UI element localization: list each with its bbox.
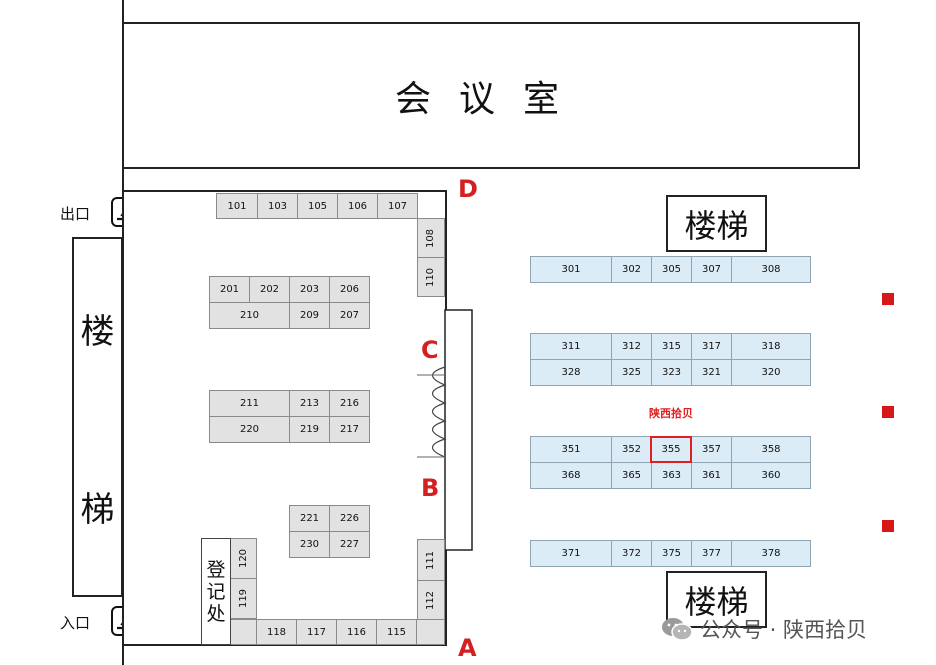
- entrance-label: 入口: [60, 614, 91, 632]
- booth[interactable]: 206: [329, 276, 370, 303]
- booth[interactable]: 368: [530, 462, 612, 489]
- booth[interactable]: 103: [257, 193, 298, 219]
- booth[interactable]: 221: [289, 505, 330, 532]
- registration-desk: 登 记 处: [201, 538, 231, 645]
- booth[interactable]: 118: [256, 619, 297, 645]
- booth[interactable]: 105: [297, 193, 338, 219]
- booth[interactable]: 318: [731, 333, 811, 360]
- booth[interactable]: 108: [417, 218, 445, 258]
- booth[interactable]: 217: [329, 416, 370, 443]
- booth[interactable]: 351: [530, 436, 612, 463]
- booth[interactable]: 112: [417, 580, 445, 620]
- booth-annotation: 陕西拾贝: [649, 407, 693, 420]
- booth[interactable]: 328: [530, 359, 612, 386]
- booth[interactable]: 207: [329, 302, 370, 329]
- booth[interactable]: 227: [329, 531, 370, 558]
- meeting-room-label: 会议室: [394, 78, 587, 120]
- booth[interactable]: 202: [249, 276, 290, 303]
- booth[interactable]: 371: [530, 540, 612, 567]
- booth[interactable]: 230: [289, 531, 330, 558]
- left-stairs: 楼 梯: [72, 237, 123, 597]
- booth[interactable]: 302: [611, 256, 652, 283]
- booth[interactable]: 107: [377, 193, 418, 219]
- booth[interactable]: 116: [336, 619, 377, 645]
- booth[interactable]: 219: [289, 416, 330, 443]
- gate-d: D: [458, 175, 478, 203]
- booth[interactable]: 365: [611, 462, 652, 489]
- booth[interactable]: 106: [337, 193, 378, 219]
- exit-label: 出口: [60, 205, 91, 223]
- booth[interactable]: 209: [289, 302, 330, 329]
- booth[interactable]: 203: [289, 276, 330, 303]
- booth[interactable]: 120: [230, 538, 257, 579]
- watermark: 公众号 · 陕西拾贝: [660, 614, 867, 644]
- booth[interactable]: 213: [289, 390, 330, 417]
- booth[interactable]: 307: [691, 256, 732, 283]
- booth[interactable]: 119: [230, 578, 257, 619]
- gate-a: A: [458, 634, 477, 662]
- booth[interactable]: 363: [651, 462, 692, 489]
- red-marker: [882, 406, 894, 418]
- booth[interactable]: 311: [530, 333, 612, 360]
- booth[interactable]: 360: [731, 462, 811, 489]
- booth[interactable]: 117: [296, 619, 337, 645]
- booth[interactable]: 372: [611, 540, 652, 567]
- booth-blank: [416, 619, 445, 645]
- booth[interactable]: 201: [209, 276, 250, 303]
- booth[interactable]: 312: [611, 333, 652, 360]
- booth[interactable]: 211: [209, 390, 290, 417]
- booth[interactable]: 115: [376, 619, 417, 645]
- corridor-doors: [417, 309, 473, 551]
- booth[interactable]: 110: [417, 257, 445, 297]
- booth-blank: [229, 619, 257, 645]
- booth[interactable]: 226: [329, 505, 370, 532]
- booth[interactable]: 325: [611, 359, 652, 386]
- stairs-top: 楼梯: [666, 195, 767, 252]
- booth[interactable]: 317: [691, 333, 732, 360]
- booth[interactable]: 321: [691, 359, 732, 386]
- watermark-text: 公众号 · 陕西拾贝: [700, 618, 868, 642]
- red-marker: [882, 520, 894, 532]
- left-stairs-char-1: 楼: [80, 311, 115, 352]
- booth[interactable]: 378: [731, 540, 811, 567]
- booth[interactable]: 352: [611, 436, 652, 463]
- booth[interactable]: 101: [216, 193, 258, 219]
- booth[interactable]: 111: [417, 539, 445, 581]
- booth[interactable]: 308: [731, 256, 811, 283]
- booth[interactable]: 216: [329, 390, 370, 417]
- booth[interactable]: 357: [691, 436, 732, 463]
- booth[interactable]: 210: [209, 302, 290, 329]
- booth[interactable]: 320: [731, 359, 811, 386]
- booth[interactable]: 315: [651, 333, 692, 360]
- gate-c: C: [421, 336, 439, 364]
- wechat-icon: [662, 618, 693, 641]
- booth[interactable]: 323: [651, 359, 692, 386]
- gate-b: B: [421, 474, 440, 502]
- red-marker: [882, 293, 894, 305]
- booth[interactable]: 358: [731, 436, 811, 463]
- booth[interactable]: 305: [651, 256, 692, 283]
- booth-highlighted[interactable]: 355: [650, 436, 692, 463]
- stairs-bottom: 楼梯: [666, 571, 767, 628]
- meeting-room: 会议室: [122, 22, 860, 169]
- left-stairs-char-2: 梯: [80, 489, 115, 530]
- booth[interactable]: 301: [530, 256, 612, 283]
- booth[interactable]: 377: [691, 540, 732, 567]
- booth[interactable]: 361: [691, 462, 732, 489]
- booth[interactable]: 220: [209, 416, 290, 443]
- booth[interactable]: 375: [651, 540, 692, 567]
